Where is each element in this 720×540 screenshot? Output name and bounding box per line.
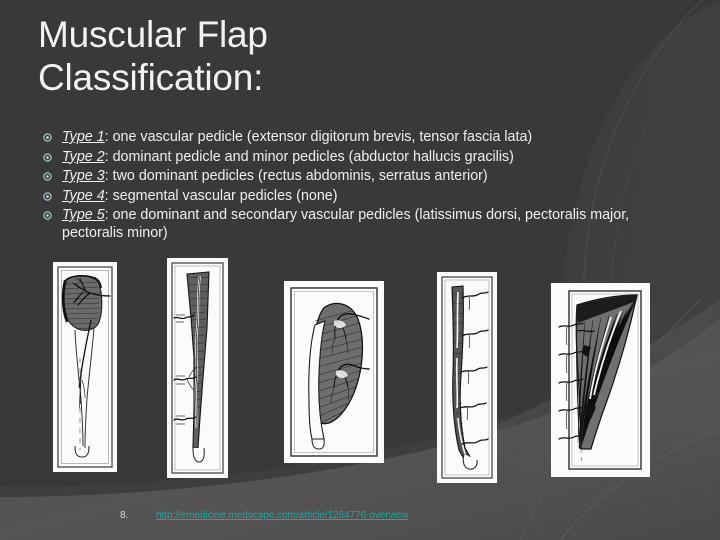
- bullet-type-label: Type 2: [62, 148, 105, 165]
- bullet-separator: :: [104, 168, 113, 184]
- bullet-item-type-2: Type 2: dominant pedicle and minor pedic…: [36, 148, 686, 167]
- bullet-list: Type 1: one vascular pedicle (extensor d…: [36, 128, 686, 243]
- ring-dot-bullet-icon: [36, 187, 62, 201]
- bullet-separator: :: [104, 207, 113, 223]
- ring-dot-bullet-icon: [36, 167, 62, 181]
- bullet-text-type-5: Type 5: one dominant and secondary vascu…: [62, 206, 686, 242]
- bullet-separator: :: [104, 129, 113, 145]
- figure-type-2: [167, 258, 228, 478]
- bullet-type-label: Type 4: [62, 187, 105, 204]
- bullet-description: one vascular pedicle (extensor digitorum…: [112, 129, 533, 145]
- bullet-description: two dominant pedicles (rectus abdominis,…: [112, 168, 488, 184]
- bullet-item-type-5: Type 5: one dominant and secondary vascu…: [36, 206, 686, 242]
- slide-title: Muscular Flap Classification:: [38, 14, 268, 98]
- figure-type-3: [284, 281, 384, 463]
- bullet-description: one dominant and secondary vascular pedi…: [62, 207, 630, 241]
- reference-link[interactable]: http://emedicine.medscape.com/article/12…: [156, 510, 409, 521]
- bullet-text-type-3: Type 3: two dominant pedicles (rectus ab…: [62, 167, 686, 186]
- footer-reference: 8. http://emedicine.medscape.com/article…: [120, 510, 408, 521]
- figure-type-5-drawing: [551, 283, 650, 477]
- ring-dot-bullet-icon: [36, 148, 62, 162]
- figure-type-4-drawing: [437, 272, 497, 483]
- bullet-separator: :: [104, 148, 113, 165]
- bullet-text-type-4: Type 4: segmental vascular pedicles (non…: [62, 187, 686, 206]
- figure-type-1: [53, 262, 117, 472]
- bullet-item-type-3: Type 3: two dominant pedicles (rectus ab…: [36, 167, 686, 186]
- bullet-text-type-1: Type 1: one vascular pedicle (extensor d…: [62, 128, 686, 147]
- bullet-description: dominant pedicle and minor pedicles (abd…: [112, 148, 514, 165]
- bullet-item-type-4: Type 4: segmental vascular pedicles (non…: [36, 187, 686, 206]
- figure-type-2-drawing: [167, 258, 228, 478]
- bullet-description: segmental vascular pedicles (none): [112, 187, 338, 204]
- figure-type-4: [437, 272, 497, 483]
- figure-type-1-drawing: [53, 262, 117, 472]
- bullet-type-label: Type 5: [62, 207, 105, 223]
- reference-number: 8.: [120, 510, 129, 521]
- bullet-item-type-1: Type 1: one vascular pedicle (extensor d…: [36, 128, 686, 147]
- bullet-type-label: Type 1: [62, 129, 105, 145]
- bullet-type-label: Type 3: [62, 168, 105, 184]
- bullet-separator: :: [104, 187, 113, 204]
- figure-type-5: [551, 283, 650, 477]
- figure-type-3-drawing: [284, 281, 384, 463]
- bullet-text-type-2: Type 2: dominant pedicle and minor pedic…: [62, 148, 686, 167]
- ring-dot-bullet-icon: [36, 206, 62, 220]
- ring-dot-bullet-icon: [36, 128, 62, 142]
